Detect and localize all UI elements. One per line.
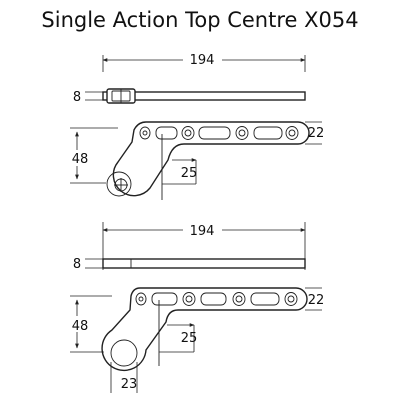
lower-height-label: 48 bbox=[72, 319, 89, 334]
upper-width-label: 22 bbox=[308, 126, 325, 141]
lower-arm-drawing: 194 8 bbox=[70, 222, 324, 393]
lower-width-label: 22 bbox=[308, 293, 325, 308]
lower-thickness-label: 8 bbox=[73, 257, 81, 272]
upper-offset-label: 25 bbox=[181, 166, 198, 181]
upper-height-label: 48 bbox=[72, 152, 89, 167]
lower-plan-view bbox=[101, 287, 308, 372]
lower-length-label: 194 bbox=[190, 224, 215, 239]
upper-plan-view bbox=[106, 121, 310, 200]
upper-arm-drawing: 194 8 bbox=[70, 53, 324, 200]
page-title: Single Action Top Centre X054 bbox=[41, 8, 359, 32]
upper-dimensions: 48 22 25 bbox=[70, 121, 325, 185]
upper-side-view: 194 8 bbox=[73, 53, 306, 105]
lower-side-view: 194 8 bbox=[73, 222, 306, 272]
lower-offset-label: 25 bbox=[181, 331, 198, 346]
lower-boss-diameter-label: 23 bbox=[121, 377, 138, 392]
upper-thickness-label: 8 bbox=[73, 90, 81, 105]
lower-dimensions: 48 22 25 23 bbox=[70, 287, 325, 393]
upper-length-label: 194 bbox=[190, 53, 215, 68]
